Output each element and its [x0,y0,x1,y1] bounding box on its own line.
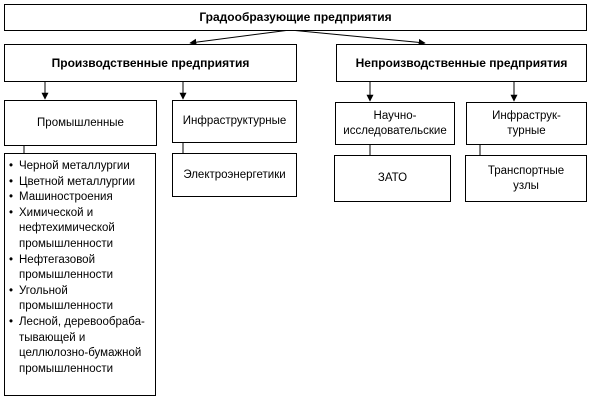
zato-box: ЗАТО [334,155,451,202]
production-infrastructure-label: Инфраструктурные [182,115,287,127]
transport-hubs-box: Транспортные узлы [465,155,587,202]
list-item: Лесной, деревообраба-тывающей и целлюлоз… [9,315,151,377]
arrow-root-to-nonproduction [289,29,426,46]
nonproduction-infrastructure-label-line2: турные [507,124,546,137]
energy-box: Электроэнергетики [172,153,297,197]
industrial-sectors-list: Черной металлургии Цветной металлургии М… [4,153,156,396]
arrow-root-to-production [189,29,291,46]
list-item: Нефтегазовой промышленности [9,253,151,284]
production-infrastructure-box: Инфраструктурные [172,100,297,143]
root-label: Градообразующие предприятия [199,10,392,24]
research-label-line2: исследовательские [343,124,447,137]
industrial-label: Промышленные [37,116,124,129]
nonproduction-box: Непроизводственные предприятия [336,44,587,82]
energy-label: Электроэнергетики [183,168,286,181]
list-item: Угольной промышленности [9,284,151,315]
production-label: Производственные предприятия [51,55,250,70]
list-item: Машиностроения [9,190,151,206]
root-box: Градообразующие предприятия [4,4,587,31]
nonproduction-label: Непроизводственные предприятия [355,55,568,70]
production-box: Производственные предприятия [4,44,297,82]
nonproduction-infrastructure-label-line1: Инфраструк- [492,109,561,122]
list-item: Черной металлургии [9,159,151,175]
transport-hubs-label-line2: узлы [513,179,539,192]
nonproduction-infrastructure-box: Инфраструк- турные [466,102,587,145]
industrial-box: Промышленные [4,100,157,146]
research-box: Научно- исследовательские [335,102,455,145]
list-item: Химической и нефтехимической промышленно… [9,206,151,253]
list-item: Цветной металлургии [9,175,151,191]
zato-label: ЗАТО [377,172,408,184]
transport-hubs-label-line1: Транспортные [487,164,565,177]
research-label-line1: Научно- [373,109,417,122]
